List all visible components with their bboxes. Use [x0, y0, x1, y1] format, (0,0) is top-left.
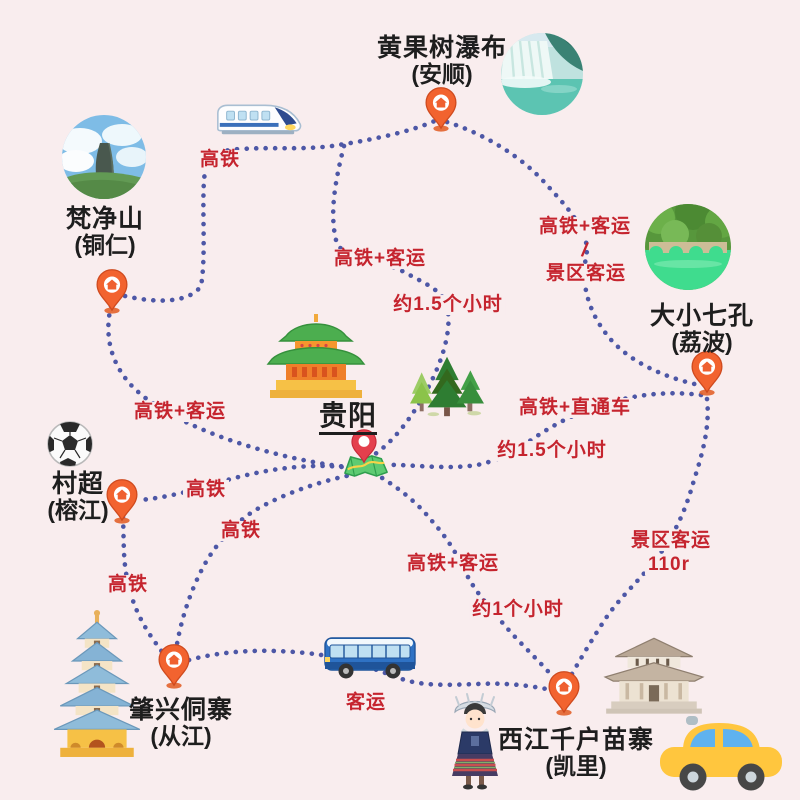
- route-fanjingshan-train-huangguoshu: [122, 117, 440, 303]
- fanjingshan-pin-icon: [96, 269, 128, 315]
- transport-label-hgs-dxqk-mode2: 景区客运: [542, 264, 630, 284]
- route-huangguoshu-guiyang: [330, 143, 451, 459]
- daxiaoqikong-pin-icon: [691, 351, 723, 397]
- cunchao-pin-icon: [106, 479, 138, 525]
- label-huangguoshu: 黄果树瀑布 (安顺): [377, 34, 507, 88]
- label-guiyang: 贵阳: [318, 400, 378, 436]
- location-name: 黄果树瀑布: [376, 34, 508, 62]
- high-speed-train-icon: [217, 104, 302, 135]
- location-name: 肇兴侗寨: [128, 696, 234, 724]
- transport-label-cc-gy-mode: 高铁: [182, 480, 230, 500]
- location-sub: (铜仁): [74, 232, 136, 258]
- route-cunchao-zhaoxing: [120, 514, 169, 659]
- location-name: 贵阳: [318, 400, 378, 436]
- location-sub: (安顺): [411, 61, 473, 87]
- guiyang-pin-icon: [351, 429, 377, 464]
- fanjingshan-mountain-photo: [62, 115, 146, 199]
- transport-label-gy-xj-time: 约1个小时: [469, 600, 567, 620]
- zhaoxing-pin-icon: [158, 644, 190, 690]
- location-name: 村超: [51, 470, 105, 498]
- transport-label-fjs-gy-mode: 高铁+客运: [130, 402, 230, 422]
- pine-trees-icon: [410, 356, 484, 417]
- location-sub: (荔波): [671, 329, 733, 355]
- transport-label-dxqk-xj-mode: 景区客运: [627, 531, 715, 551]
- location-name: 西江千户苗寨: [497, 726, 655, 754]
- location-sub: (榕江): [47, 497, 109, 523]
- temple-icon: [603, 637, 705, 714]
- label-fanjingshan: 梵净山 (铜仁): [66, 205, 144, 259]
- location-name: 梵净山: [65, 205, 145, 233]
- label-cunchao: 村超 (榕江): [47, 470, 108, 524]
- transport-label-cc-zx-mode: 高铁: [104, 575, 152, 595]
- palace-icon: [266, 314, 366, 398]
- bus-icon: [324, 637, 416, 679]
- huangguoshu-pin-icon: [425, 87, 457, 133]
- daxiaoqikong-lakes-photo: [645, 204, 731, 290]
- transport-label-dxqk-xj-price: 110r: [644, 555, 694, 575]
- xijiang-pin-icon: [548, 671, 580, 717]
- transport-label-gy-xj-mode: 高铁+客运: [403, 554, 503, 574]
- huangguoshu-waterfall-photo: [501, 33, 583, 115]
- label-zhaoxing: 肇兴侗寨 (从江): [129, 696, 233, 750]
- route-fanjingshan-guiyang: [106, 303, 356, 471]
- pagoda-icon: [53, 610, 141, 757]
- guiyang-folded-map-icon: [344, 455, 388, 477]
- label-daxiaoqikong: 大小七孔 (荔波): [650, 302, 754, 356]
- miao-girl-icon: [452, 693, 498, 790]
- route-daxiaoqikong-xijiang: [565, 396, 710, 684]
- transport-label-bus-keyun: 客运: [342, 693, 390, 713]
- transport-label-gaotie-train: 高铁: [196, 150, 244, 170]
- transport-label-gy-zx-mode: 高铁: [217, 521, 265, 541]
- route-huangguoshu-daxiaoqikong: [444, 119, 702, 388]
- route-guiyang-zhaoxing: [172, 471, 359, 660]
- route-zhaoxing-xijiang: [186, 648, 555, 693]
- transport-label-dxqk-gy-mode: 高铁+直通车: [515, 398, 635, 418]
- transport-label-hgs-gy-mode: 高铁+客运: [330, 249, 430, 269]
- transport-label-hgs-dxqk-mode: 高铁+客运: [535, 217, 635, 237]
- transport-label-hgs-gy-time: 约1.5个小时: [390, 295, 506, 315]
- label-xijiang: 西江千户苗寨 (凯里): [498, 726, 654, 780]
- location-name: 大小七孔: [649, 302, 755, 330]
- soccer-ball-icon: [47, 421, 93, 467]
- location-sub: (凯里): [545, 753, 607, 779]
- location-sub: (从江): [150, 723, 212, 749]
- taxi-icon: [660, 716, 782, 791]
- transport-label-dxqk-gy-time: 约1.5个小时: [494, 441, 610, 461]
